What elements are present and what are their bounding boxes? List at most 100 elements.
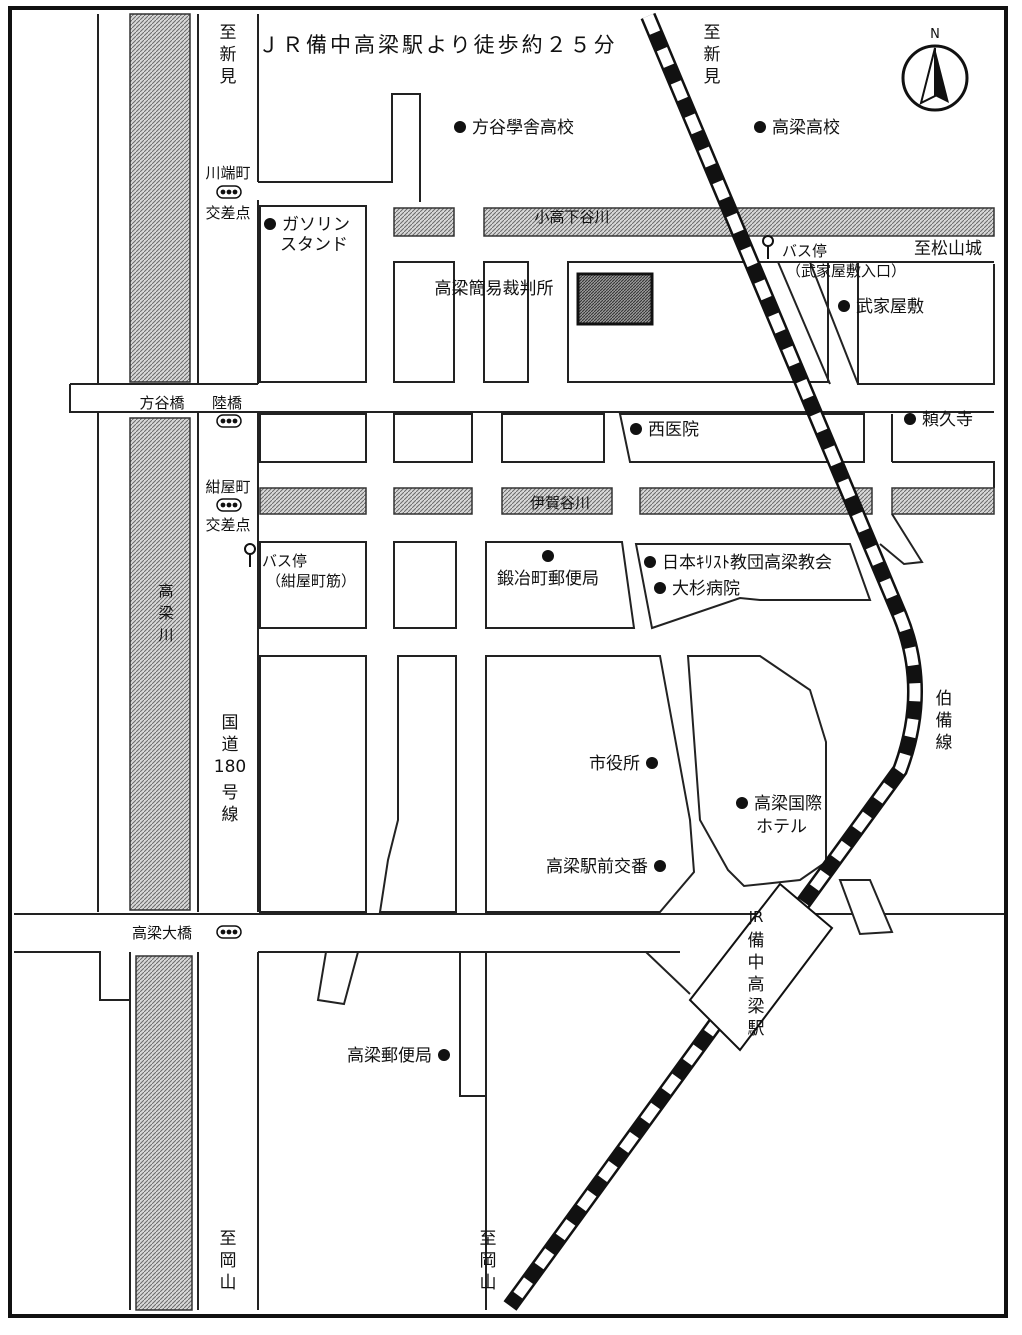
direction-bottom-left-char: 岡 bbox=[220, 1251, 237, 1271]
station-label-jr: JR bbox=[748, 908, 764, 926]
river-label-takahashi-char: 高 bbox=[158, 582, 173, 600]
landmark-church-dot bbox=[644, 556, 656, 568]
direction-top-left: 至新見 bbox=[220, 23, 237, 87]
landmark-police-box: 高梁駅前交番 bbox=[546, 857, 648, 877]
direction-top-right-char: 新 bbox=[704, 45, 721, 65]
kotakashitani-river bbox=[393, 207, 995, 237]
station-building bbox=[688, 882, 834, 1052]
traffic-signal-icon bbox=[216, 185, 242, 199]
railway-label-hakubi-char: 伯 bbox=[936, 689, 953, 709]
gas-station-block bbox=[259, 205, 367, 383]
landmark-osugi-hospital-dot bbox=[654, 582, 666, 594]
direction-matsuyama: 至松山城 bbox=[914, 239, 982, 259]
landmark-police-box-dot bbox=[654, 860, 666, 872]
landmark-raikyuji-dot bbox=[904, 413, 916, 425]
route-label-gosen: 号線 bbox=[222, 783, 239, 825]
station-label-name-char: 備 bbox=[748, 931, 765, 951]
direction-bottom-right-char: 山 bbox=[480, 1273, 497, 1293]
direction-bottom-left-char: 山 bbox=[220, 1273, 237, 1293]
map-title: ＪＲ備中高梁駅より徒歩約２５分 bbox=[258, 33, 618, 57]
direction-bottom-right: 至岡山 bbox=[480, 1229, 497, 1293]
bus-stop-icon bbox=[762, 235, 774, 259]
route-label-gosen-char: 線 bbox=[222, 805, 239, 825]
river-label-takahashi-char: 梁 bbox=[158, 604, 173, 622]
direction-top-right-char: 見 bbox=[704, 67, 721, 87]
bus-stop-buke-sub: （武家屋敷入口） bbox=[786, 262, 906, 280]
landmark-intl-hotel: 高梁国際 bbox=[754, 794, 822, 814]
takahashi-river bbox=[129, 13, 193, 1311]
landmark-city-hall: 市役所 bbox=[589, 754, 640, 774]
direction-bottom-right-char: 岡 bbox=[480, 1251, 497, 1271]
direction-bottom-left: 至岡山 bbox=[220, 1229, 237, 1293]
traffic-signal-icon bbox=[216, 414, 242, 428]
traffic-signal-icon bbox=[216, 925, 242, 939]
compass-icon: N bbox=[901, 27, 969, 112]
railway-label-hakubi-char: 線 bbox=[936, 733, 953, 753]
route-label-number: 180 bbox=[214, 757, 246, 777]
station-label-name-char: 駅 bbox=[748, 1019, 765, 1039]
intersection-konyamachi-top: 紺屋町 bbox=[205, 478, 250, 496]
landmark-bukeyashiki-dot bbox=[838, 300, 850, 312]
direction-top-right: 至新見 bbox=[704, 23, 721, 87]
landmark-nishi-clinic: 西医院 bbox=[648, 420, 699, 440]
bus-stop-konya-label: バス停 bbox=[262, 552, 307, 570]
landmark-gas-station-line2: スタンド bbox=[280, 235, 348, 255]
court-building bbox=[576, 272, 654, 326]
landmark-hotani-school-dot bbox=[454, 121, 466, 133]
direction-bottom-right-char: 至 bbox=[480, 1229, 497, 1249]
traffic-signal-icon bbox=[216, 498, 242, 512]
landmark-church: 日本ｷﾘｽﾄ教団高梁教会 bbox=[662, 553, 832, 573]
station-label-name-char: 高 bbox=[748, 975, 765, 995]
direction-top-right-char: 至 bbox=[704, 23, 721, 43]
landmark-takahashi-highschool-dot bbox=[754, 121, 766, 133]
landmark-gas-station-dot bbox=[264, 218, 276, 230]
intersection-konyamachi-bottom: 交差点 bbox=[205, 516, 250, 534]
railway-hakubi-line bbox=[503, 12, 923, 1311]
station-label-name: 備中高梁駅 bbox=[748, 931, 765, 1039]
station-label-name-char: 中 bbox=[748, 953, 765, 973]
landmark-osugi-hospital: 大杉病院 bbox=[672, 579, 740, 599]
igatani-river bbox=[259, 487, 995, 515]
bus-stop-icon bbox=[244, 543, 256, 567]
landmark-bukeyashiki: 武家屋敷 bbox=[856, 297, 924, 317]
direction-top-left-char: 新 bbox=[220, 45, 237, 65]
landmark-hotani-school: 方谷學舎高校 bbox=[472, 118, 574, 138]
landmark-city-hall-dot bbox=[646, 757, 658, 769]
landmark-kajimachi-post: 鍛冶町郵便局 bbox=[497, 569, 599, 589]
bridge-label-riku: 陸橋 bbox=[212, 394, 242, 412]
landmark-intl-hotel-dot bbox=[736, 797, 748, 809]
direction-top-left-char: 至 bbox=[220, 23, 237, 43]
landmark-nishi-clinic-dot bbox=[630, 423, 642, 435]
bridge-label-takahashi-ohashi: 高梁大橋 bbox=[132, 924, 192, 942]
route-label-gosen-char: 号 bbox=[222, 783, 239, 803]
station-label-name-char: 梁 bbox=[748, 997, 765, 1017]
river-label-takahashi-char: 川 bbox=[158, 626, 173, 644]
river-label-igatani: 伊賀谷川 bbox=[530, 494, 590, 512]
destination-label-court: 高梁簡易裁判所 bbox=[435, 279, 554, 299]
hotani-bridge-road bbox=[69, 383, 994, 413]
landmark-raikyuji: 頼久寺 bbox=[922, 410, 973, 430]
bridge-label-hotani: 方谷橋 bbox=[139, 394, 184, 412]
compass-letter: N bbox=[930, 27, 940, 42]
landmark-takahashi-highschool: 高梁高校 bbox=[772, 118, 840, 138]
intersection-kawabata-top: 川端町 bbox=[205, 164, 250, 182]
landmark-labels: 至松山城小高下谷川伊賀谷川180方谷橋陸橋高梁大橋川端町交差点紺屋町交差点高梁簡… bbox=[132, 118, 982, 1066]
direction-top-left-char: 見 bbox=[220, 67, 237, 87]
route-label-kokudo: 国道 bbox=[222, 713, 239, 755]
landmark-kajimachi-post-dot bbox=[542, 550, 554, 562]
bus-stop-buke-label: バス停 bbox=[782, 242, 827, 260]
landmark-intl-hotel-line2: ホテル bbox=[756, 817, 807, 837]
river-label-takahashi: 高梁川 bbox=[158, 582, 173, 644]
intersection-kawabata-bottom: 交差点 bbox=[205, 204, 250, 222]
landmark-takahashi-post: 高梁郵便局 bbox=[347, 1046, 432, 1066]
river-banks bbox=[97, 14, 199, 1310]
route-label-kokudo-char: 国 bbox=[222, 713, 239, 733]
landmark-takahashi-post-dot bbox=[438, 1049, 450, 1061]
bus-stop-konya-sub: （紺屋町筋） bbox=[266, 572, 356, 590]
railway-label-hakubi-char: 備 bbox=[936, 711, 953, 731]
direction-bottom-left-char: 至 bbox=[220, 1229, 237, 1249]
railway-label-hakubi: 伯備線 bbox=[936, 689, 953, 753]
landmark-gas-station: ガソリン bbox=[282, 215, 350, 235]
